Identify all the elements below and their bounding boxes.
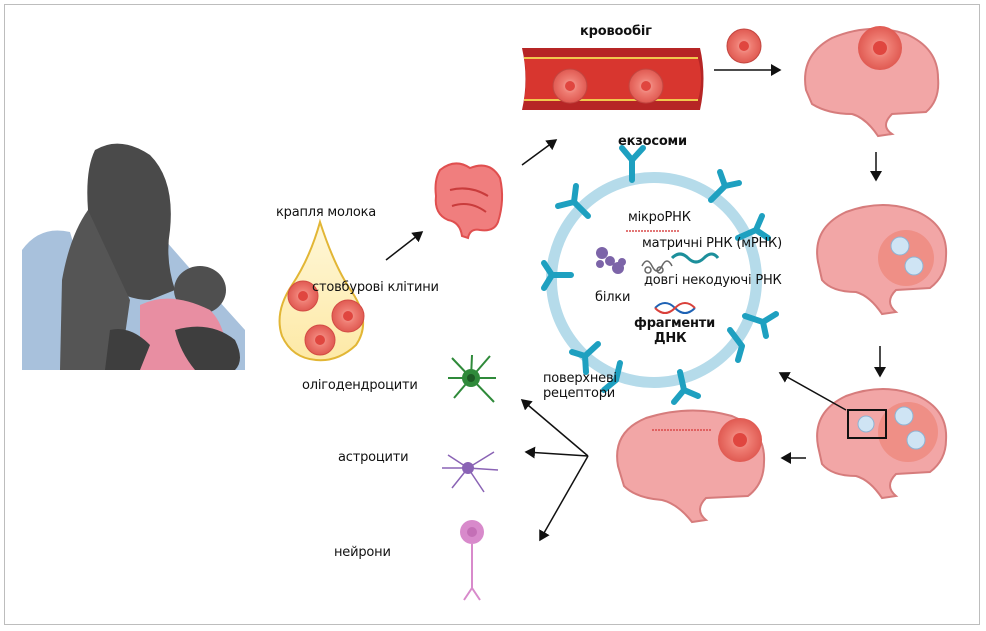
dna-icon (654, 302, 696, 314)
label-astrocytes: астроцити (338, 450, 409, 465)
protein-icon (596, 247, 626, 274)
mother-baby-illustration (22, 143, 245, 370)
label-stem-cells: стовбурові клітини (312, 280, 439, 295)
label-neurons: нейрони (334, 545, 391, 560)
label-milk-drop: крапля молока (276, 205, 377, 220)
label-oligodendrocytes: олігодендроцити (302, 378, 418, 393)
mrna-icon (670, 252, 720, 264)
brain-4 (616, 409, 766, 524)
brain-2 (816, 204, 948, 316)
label-dna-fragments-2: ДНК (654, 331, 687, 346)
neuron-icon (460, 520, 484, 601)
zoom-box (847, 409, 887, 439)
label-surface-receptors-2: рецептори (543, 386, 616, 401)
milk-drop (278, 218, 365, 362)
label-mrna: матричні РНК (мРНК) (642, 236, 782, 251)
label-dna-fragments-1: фрагменти (634, 316, 716, 331)
label-bloodstream: кровообіг (580, 24, 652, 39)
label-proteins: білки (595, 290, 631, 305)
label-exosomes: екзосоми (618, 134, 687, 149)
lncrna-icon (641, 260, 673, 274)
brain-1 (804, 26, 940, 138)
figure-frame (4, 4, 980, 625)
mother-hand (105, 329, 150, 370)
intestine-icon (434, 162, 504, 240)
exosome (541, 145, 779, 405)
brain-3 (816, 388, 948, 500)
mother-arm (175, 326, 240, 370)
astrocyte-icon (442, 451, 499, 493)
blood-vessel (522, 48, 704, 110)
label-microrna: мікроРНК (628, 210, 691, 225)
oligodendrocyte-icon (448, 354, 496, 403)
label-surface-receptors-1: поверхневі (543, 371, 617, 386)
flow-arrows (385, 64, 886, 542)
label-lncrna: довгі некодуючі РНК (644, 273, 782, 288)
